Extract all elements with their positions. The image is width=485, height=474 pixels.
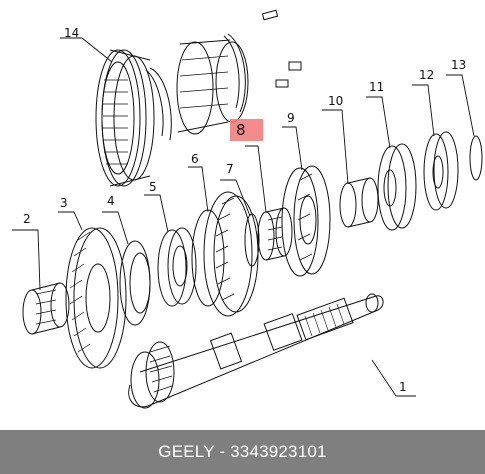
callout-4: 4 bbox=[107, 194, 115, 208]
callout-7: 7 bbox=[226, 162, 234, 176]
part-7-ring bbox=[244, 213, 260, 267]
callout-11: 11 bbox=[369, 80, 385, 94]
part-2-needle-bearing bbox=[22, 282, 70, 335]
callout-5: 5 bbox=[149, 180, 157, 194]
synchro-hub bbox=[176, 33, 249, 135]
callout-13: 13 bbox=[451, 58, 467, 72]
callout-6: 6 bbox=[191, 152, 199, 166]
part-8-needle-bearing bbox=[257, 207, 293, 261]
part-5-hub bbox=[157, 227, 197, 307]
callout-12: 12 bbox=[419, 68, 435, 82]
leader-lines bbox=[12, 37, 475, 397]
part-3-helical-gear bbox=[65, 227, 127, 369]
part-9-helical-gear bbox=[281, 165, 331, 277]
callout-9: 9 bbox=[287, 111, 295, 125]
highlight-marker bbox=[230, 119, 263, 141]
footer-caption: GEELY - 3343923101 bbox=[158, 442, 327, 461]
callout-2: 2 bbox=[23, 212, 31, 226]
callout-1: 1 bbox=[399, 380, 407, 394]
exploded-gearbox-drawing bbox=[12, 9, 483, 409]
part-13-ring bbox=[469, 135, 483, 181]
part-12-helical-gear bbox=[423, 131, 459, 211]
key-blocks bbox=[261, 9, 302, 88]
part-10-sleeve bbox=[339, 177, 379, 228]
part-1-shaft bbox=[128, 293, 384, 409]
part-4-synchro-ring bbox=[119, 240, 151, 326]
callout-8: 8 bbox=[236, 121, 246, 139]
part-14-synchro-ring bbox=[95, 49, 155, 187]
callout-14: 14 bbox=[64, 26, 80, 40]
callout-10: 10 bbox=[328, 94, 344, 108]
footer-caption-bar: GEELY - 3343923101 bbox=[0, 430, 485, 474]
callout-3: 3 bbox=[60, 196, 68, 210]
snap-ring-left bbox=[145, 67, 172, 141]
part-11-helical-gear bbox=[377, 143, 417, 231]
